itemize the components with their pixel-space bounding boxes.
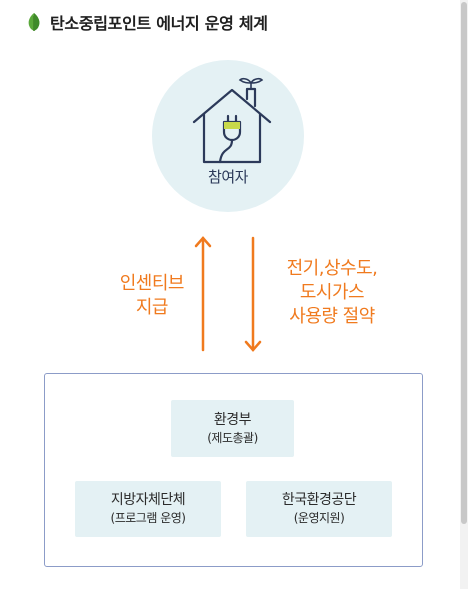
saving-line-1: 전기,상수도, bbox=[286, 258, 378, 279]
incentive-line-1: 인센티브 bbox=[119, 273, 185, 294]
ministry-role: (제도총괄) bbox=[207, 430, 258, 445]
scrollbar-thumb[interactable] bbox=[461, 2, 467, 524]
local-government-role: (프로그램 운영) bbox=[110, 511, 186, 525]
local-government-card: 지방자체단체 (프로그램 운영) bbox=[75, 481, 221, 537]
corporation-name: 한국환경공단 bbox=[281, 492, 357, 508]
house-plug-icon bbox=[192, 77, 272, 164]
scrollbar[interactable] bbox=[460, 0, 468, 589]
participant-circle bbox=[152, 60, 304, 212]
saving-line-3: 사용량 절약 bbox=[289, 306, 375, 327]
page-title-text: 탄소중립포인트 에너지 운영 체계 bbox=[50, 14, 268, 33]
leaf-icon bbox=[28, 13, 40, 31]
saving-line-2: 도시가스 bbox=[299, 282, 365, 303]
incentive-line-2: 지급 bbox=[135, 297, 169, 318]
saving-label: 전기,상수도, 도시가스 사용량 절약 bbox=[272, 257, 392, 329]
arrow-down-icon bbox=[244, 236, 262, 352]
corporation-card: 한국환경공단 (운영지원) bbox=[246, 481, 392, 537]
ministry-name: 환경부 bbox=[213, 411, 252, 428]
local-government-name: 지방자체단체 bbox=[110, 492, 186, 508]
corporation-role: (운영지원) bbox=[293, 511, 345, 525]
incentive-label: 인센티브 지급 bbox=[119, 272, 185, 320]
ministry-card: 환경부 (제도총괄) bbox=[171, 400, 294, 457]
arrow-up-icon bbox=[194, 236, 212, 352]
participant-label: 참여자 bbox=[208, 168, 248, 186]
page-title: 탄소중립포인트 에너지 운영 체계 bbox=[26, 10, 268, 34]
